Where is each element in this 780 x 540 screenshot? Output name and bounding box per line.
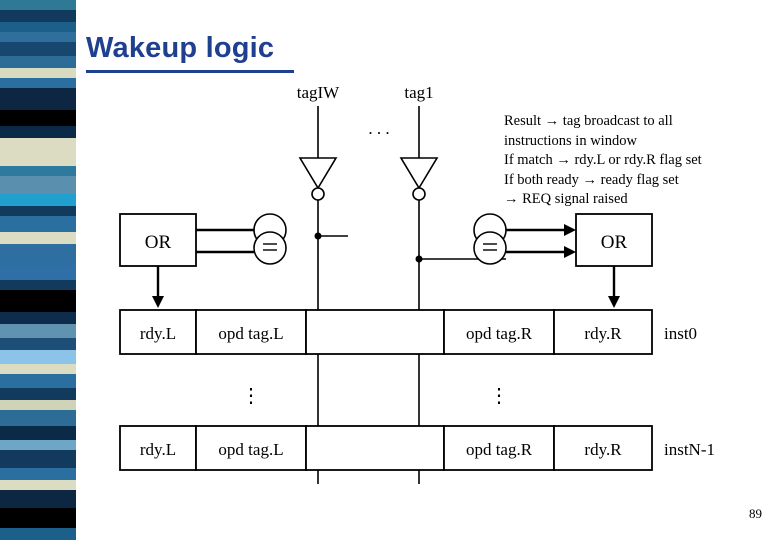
table-row: rdy.L opd tag.L opd tag.R rdy.R instN-1 xyxy=(119,425,715,471)
annotation-text-block: Result → tag broadcast to all instructio… xyxy=(504,112,760,210)
cell-opd-tag-left-row1: opd tag.L xyxy=(218,440,283,459)
cell-opd-tag-right-row0: opd tag.R xyxy=(466,324,533,343)
strip-band-37 xyxy=(0,508,76,528)
inverter-right xyxy=(399,157,439,190)
strip-band-18 xyxy=(0,244,76,266)
strip-band-31 xyxy=(0,426,76,440)
comparator-right-lower xyxy=(473,231,507,265)
label-tag1: tag1 xyxy=(404,83,433,102)
strip-band-33 xyxy=(0,450,76,468)
strip-band-12 xyxy=(0,166,76,176)
strip-band-17 xyxy=(0,232,76,244)
comparator-left-lower xyxy=(253,231,287,265)
cell-rdy-right-row1: rdy.R xyxy=(584,440,622,459)
strip-band-23 xyxy=(0,324,76,338)
vertical-ellipsis-right: ⋮ xyxy=(489,385,509,407)
bus-junction-left xyxy=(314,232,322,240)
strip-band-24 xyxy=(0,338,76,350)
strip-band-8 xyxy=(0,88,76,110)
cell-rdy-left-row1: rdy.L xyxy=(140,440,176,459)
row-label-instN: instN-1 xyxy=(664,440,715,459)
row-label-inst0: inst0 xyxy=(664,324,697,343)
annotation-line-5: → REQ signal raised xyxy=(504,191,628,207)
or-gate-right-box xyxy=(575,213,653,267)
inverter-left xyxy=(298,157,338,190)
or-gate-left-label: OR xyxy=(145,232,172,253)
strip-band-7 xyxy=(0,78,76,88)
strip-band-11 xyxy=(0,138,76,166)
wakeup-logic-diagram: tagIW tag1 . . . xyxy=(86,72,766,492)
strip-band-14 xyxy=(0,194,76,206)
annotation-line-2: instructions in window xyxy=(504,132,637,149)
annotation-line-3: If match → rdy.L or rdy.R flag set xyxy=(504,152,702,168)
strip-band-4 xyxy=(0,42,76,56)
label-ellipsis: . . . xyxy=(368,119,389,138)
strip-band-29 xyxy=(0,400,76,410)
vertical-ellipsis-left: ⋮ xyxy=(241,385,261,407)
annotation-line-4: If both ready → ready flag set xyxy=(504,171,679,188)
strip-band-21 xyxy=(0,290,76,312)
arrow-right-upper xyxy=(564,224,576,236)
strip-band-22 xyxy=(0,312,76,324)
page-title: Wakeup logic xyxy=(86,32,275,64)
inverter-right-bubble xyxy=(412,187,426,201)
strip-band-38 xyxy=(0,528,76,540)
or-gate-right-label: OR xyxy=(601,232,628,253)
title-underline xyxy=(86,70,294,73)
strip-band-5 xyxy=(0,56,76,68)
strip-band-1 xyxy=(0,10,76,22)
strip-band-6 xyxy=(0,68,76,78)
strip-band-2 xyxy=(0,22,76,32)
slide-number: 89 xyxy=(749,506,762,521)
strip-band-10 xyxy=(0,126,76,138)
strip-band-32 xyxy=(0,440,76,450)
cell-opd-tag-right-row1: opd tag.R xyxy=(466,440,533,459)
strip-band-13 xyxy=(0,176,76,194)
strip-band-34 xyxy=(0,468,76,480)
or-gate-left-box xyxy=(119,213,197,267)
strip-band-9 xyxy=(0,110,76,126)
label-tagIW: tagIW xyxy=(297,83,340,102)
arrow-or-right-down xyxy=(608,296,620,308)
strip-band-25 xyxy=(0,350,76,364)
strip-band-26 xyxy=(0,364,76,374)
table-row: rdy.L opd tag.L opd tag.R rdy.R inst0 xyxy=(119,309,697,355)
bus-junction-right xyxy=(415,255,423,263)
arrow-right-lower xyxy=(564,246,576,258)
strip-band-16 xyxy=(0,216,76,232)
strip-band-0 xyxy=(0,0,76,10)
strip-band-20 xyxy=(0,280,76,290)
strip-band-3 xyxy=(0,32,76,42)
strip-band-27 xyxy=(0,374,76,388)
strip-band-30 xyxy=(0,410,76,426)
decorative-side-strip xyxy=(0,0,76,540)
annotation-line-1: Result → tag broadcast to all xyxy=(504,113,673,129)
strip-band-35 xyxy=(0,480,76,490)
strip-band-28 xyxy=(0,388,76,400)
strip-band-36 xyxy=(0,490,76,508)
cell-opd-tag-left-row0: opd tag.L xyxy=(218,324,283,343)
strip-band-19 xyxy=(0,266,76,280)
arrow-or-left-down xyxy=(152,296,164,308)
cell-rdy-left-row0: rdy.L xyxy=(140,324,176,343)
cell-rdy-right-row0: rdy.R xyxy=(584,324,622,343)
inverter-left-bubble xyxy=(311,187,325,201)
strip-band-15 xyxy=(0,206,76,216)
